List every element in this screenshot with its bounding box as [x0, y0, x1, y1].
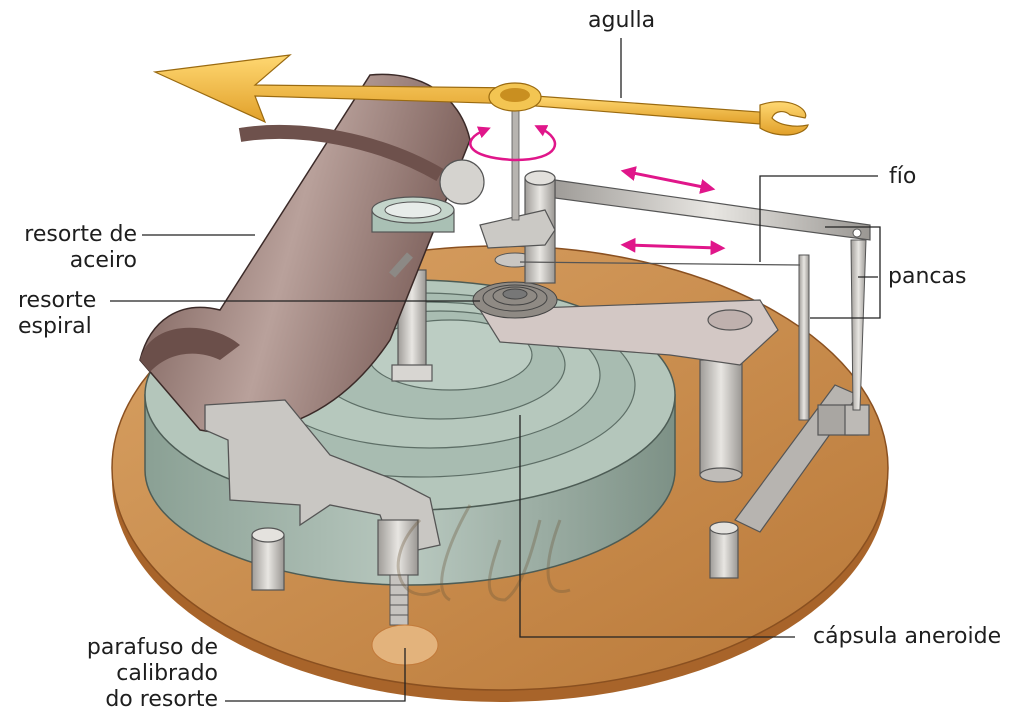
label-levers: pancas: [888, 264, 967, 289]
label-spiral-spring: resorte espiral: [18, 288, 96, 340]
steel-spring: [139, 73, 471, 434]
spiral-spring: [472, 252, 558, 319]
lever-horizontal: [554, 179, 871, 241]
label-needle: agulla: [588, 8, 656, 33]
spring-cup: [371, 196, 455, 278]
support-post-left: [251, 527, 285, 591]
label-calibration-screw-line1: parafuso de: [86, 635, 218, 660]
label-steel-spring-line2: aceiro: [69, 248, 137, 273]
label-steel-spring: resorte de aceiro: [24, 222, 137, 274]
needle: [152, 54, 809, 136]
transfer-arm: [478, 299, 779, 366]
lever-rail: [734, 384, 870, 533]
watermark: [396, 504, 571, 602]
motion-arrow-lower: [620, 237, 726, 256]
label-aneroid-capsule: cápsula aneroide: [813, 624, 1002, 649]
label-calibration-screw: parafuso de calibrado do resorte: [87, 635, 218, 713]
label-spiral-spring-line2: espiral: [18, 314, 92, 339]
label-calibration-screw-line3: do resorte: [105, 687, 218, 712]
rotation-arrow: [469, 125, 557, 162]
motion-arrow-upper: [620, 166, 716, 194]
leader-lines: [110, 38, 881, 702]
leader-capsule: [519, 415, 795, 638]
leader-calibration-screw: [225, 648, 406, 702]
leader-wire: [759, 175, 878, 262]
ball-bearing: [439, 159, 485, 205]
label-calibration-screw-line2: calibrado: [116, 661, 218, 686]
lever-vertical-left: [798, 254, 810, 421]
spring-clamp: [204, 399, 441, 556]
leader-levers: [810, 226, 881, 319]
pivot-column: [479, 170, 556, 284]
adjust-post: [709, 521, 739, 579]
label-steel-spring-line1: resorte de: [24, 222, 137, 247]
wire: [519, 261, 801, 266]
label-wire: fío: [889, 164, 917, 189]
support-post-right: [699, 359, 743, 483]
label-spiral-spring-line1: resorte: [18, 288, 97, 313]
lever-vertical-right: [850, 239, 867, 411]
